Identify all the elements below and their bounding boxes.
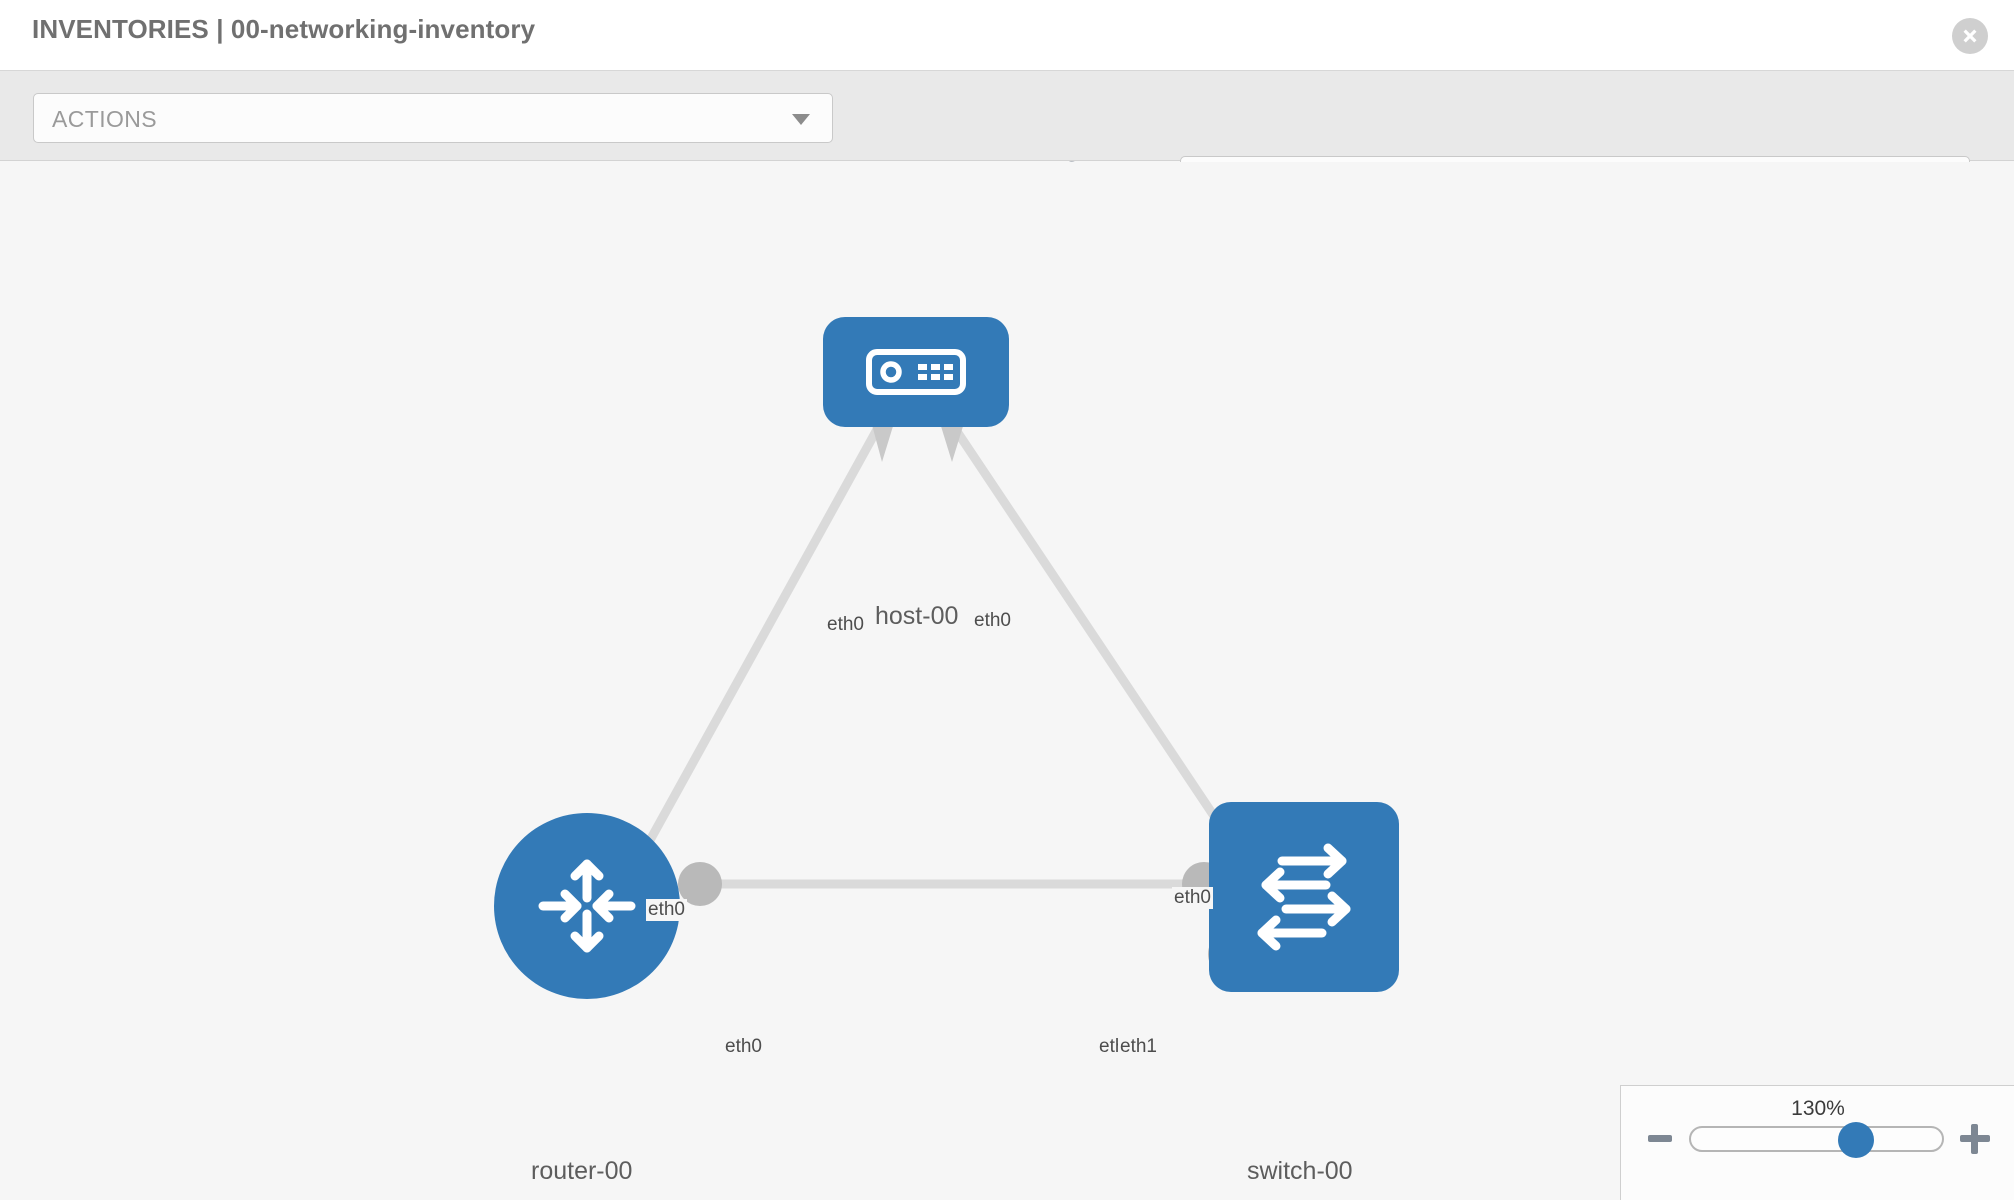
- server-icon: [866, 349, 966, 395]
- router-arrows-icon: [538, 859, 636, 953]
- page-title: INVENTORIES | 00-networking-inventory: [32, 14, 536, 44]
- link-label-host-switch-host-end: eth0: [972, 610, 1013, 632]
- zoom-slider-track[interactable]: [1689, 1122, 1944, 1158]
- actions-dropdown-label: ACTIONS: [52, 106, 158, 132]
- endpoint-router-right: [678, 862, 722, 906]
- actions-dropdown[interactable]: ACTIONS: [33, 93, 833, 143]
- zoom-slider-thumb[interactable]: [1838, 1122, 1874, 1158]
- topology-canvas[interactable]: host-00: [0, 162, 2014, 1200]
- node-switch-00-shape[interactable]: [1209, 802, 1399, 992]
- plus-icon[interactable]: [1960, 1124, 1990, 1154]
- node-host-00-shape[interactable]: [823, 317, 1009, 427]
- switch-arrows-icon: [1257, 843, 1351, 951]
- zoom-level-value: 130%: [1791, 1097, 1845, 1120]
- minus-icon[interactable]: [1648, 1135, 1672, 1142]
- link-label-router-switch-switch-end: eth1: [1118, 1036, 1159, 1058]
- node-router-00-label: router-00: [528, 1157, 636, 1186]
- link-label-router-switch-router-end: eth0: [723, 1036, 764, 1058]
- page-header: INVENTORIES | 00-networking-inventory: [0, 0, 2014, 71]
- link-label-host-router-router-end: eth0: [646, 899, 687, 921]
- link-label-host-router-host-end: eth0: [825, 614, 866, 636]
- node-switch-00-label: switch-00: [1244, 1157, 1356, 1186]
- node-switch-00[interactable]: [1209, 802, 1399, 992]
- link-label-host-switch-switch-end: eth0: [1172, 887, 1213, 909]
- toolbar: ACTIONS: [0, 71, 2014, 206]
- close-icon[interactable]: [1952, 18, 1988, 54]
- zoom-control-panel: 130%: [1620, 1085, 2014, 1200]
- node-host-00-label: host-00: [872, 602, 962, 631]
- node-host-00[interactable]: [823, 317, 1009, 427]
- chevron-down-icon: [792, 114, 810, 125]
